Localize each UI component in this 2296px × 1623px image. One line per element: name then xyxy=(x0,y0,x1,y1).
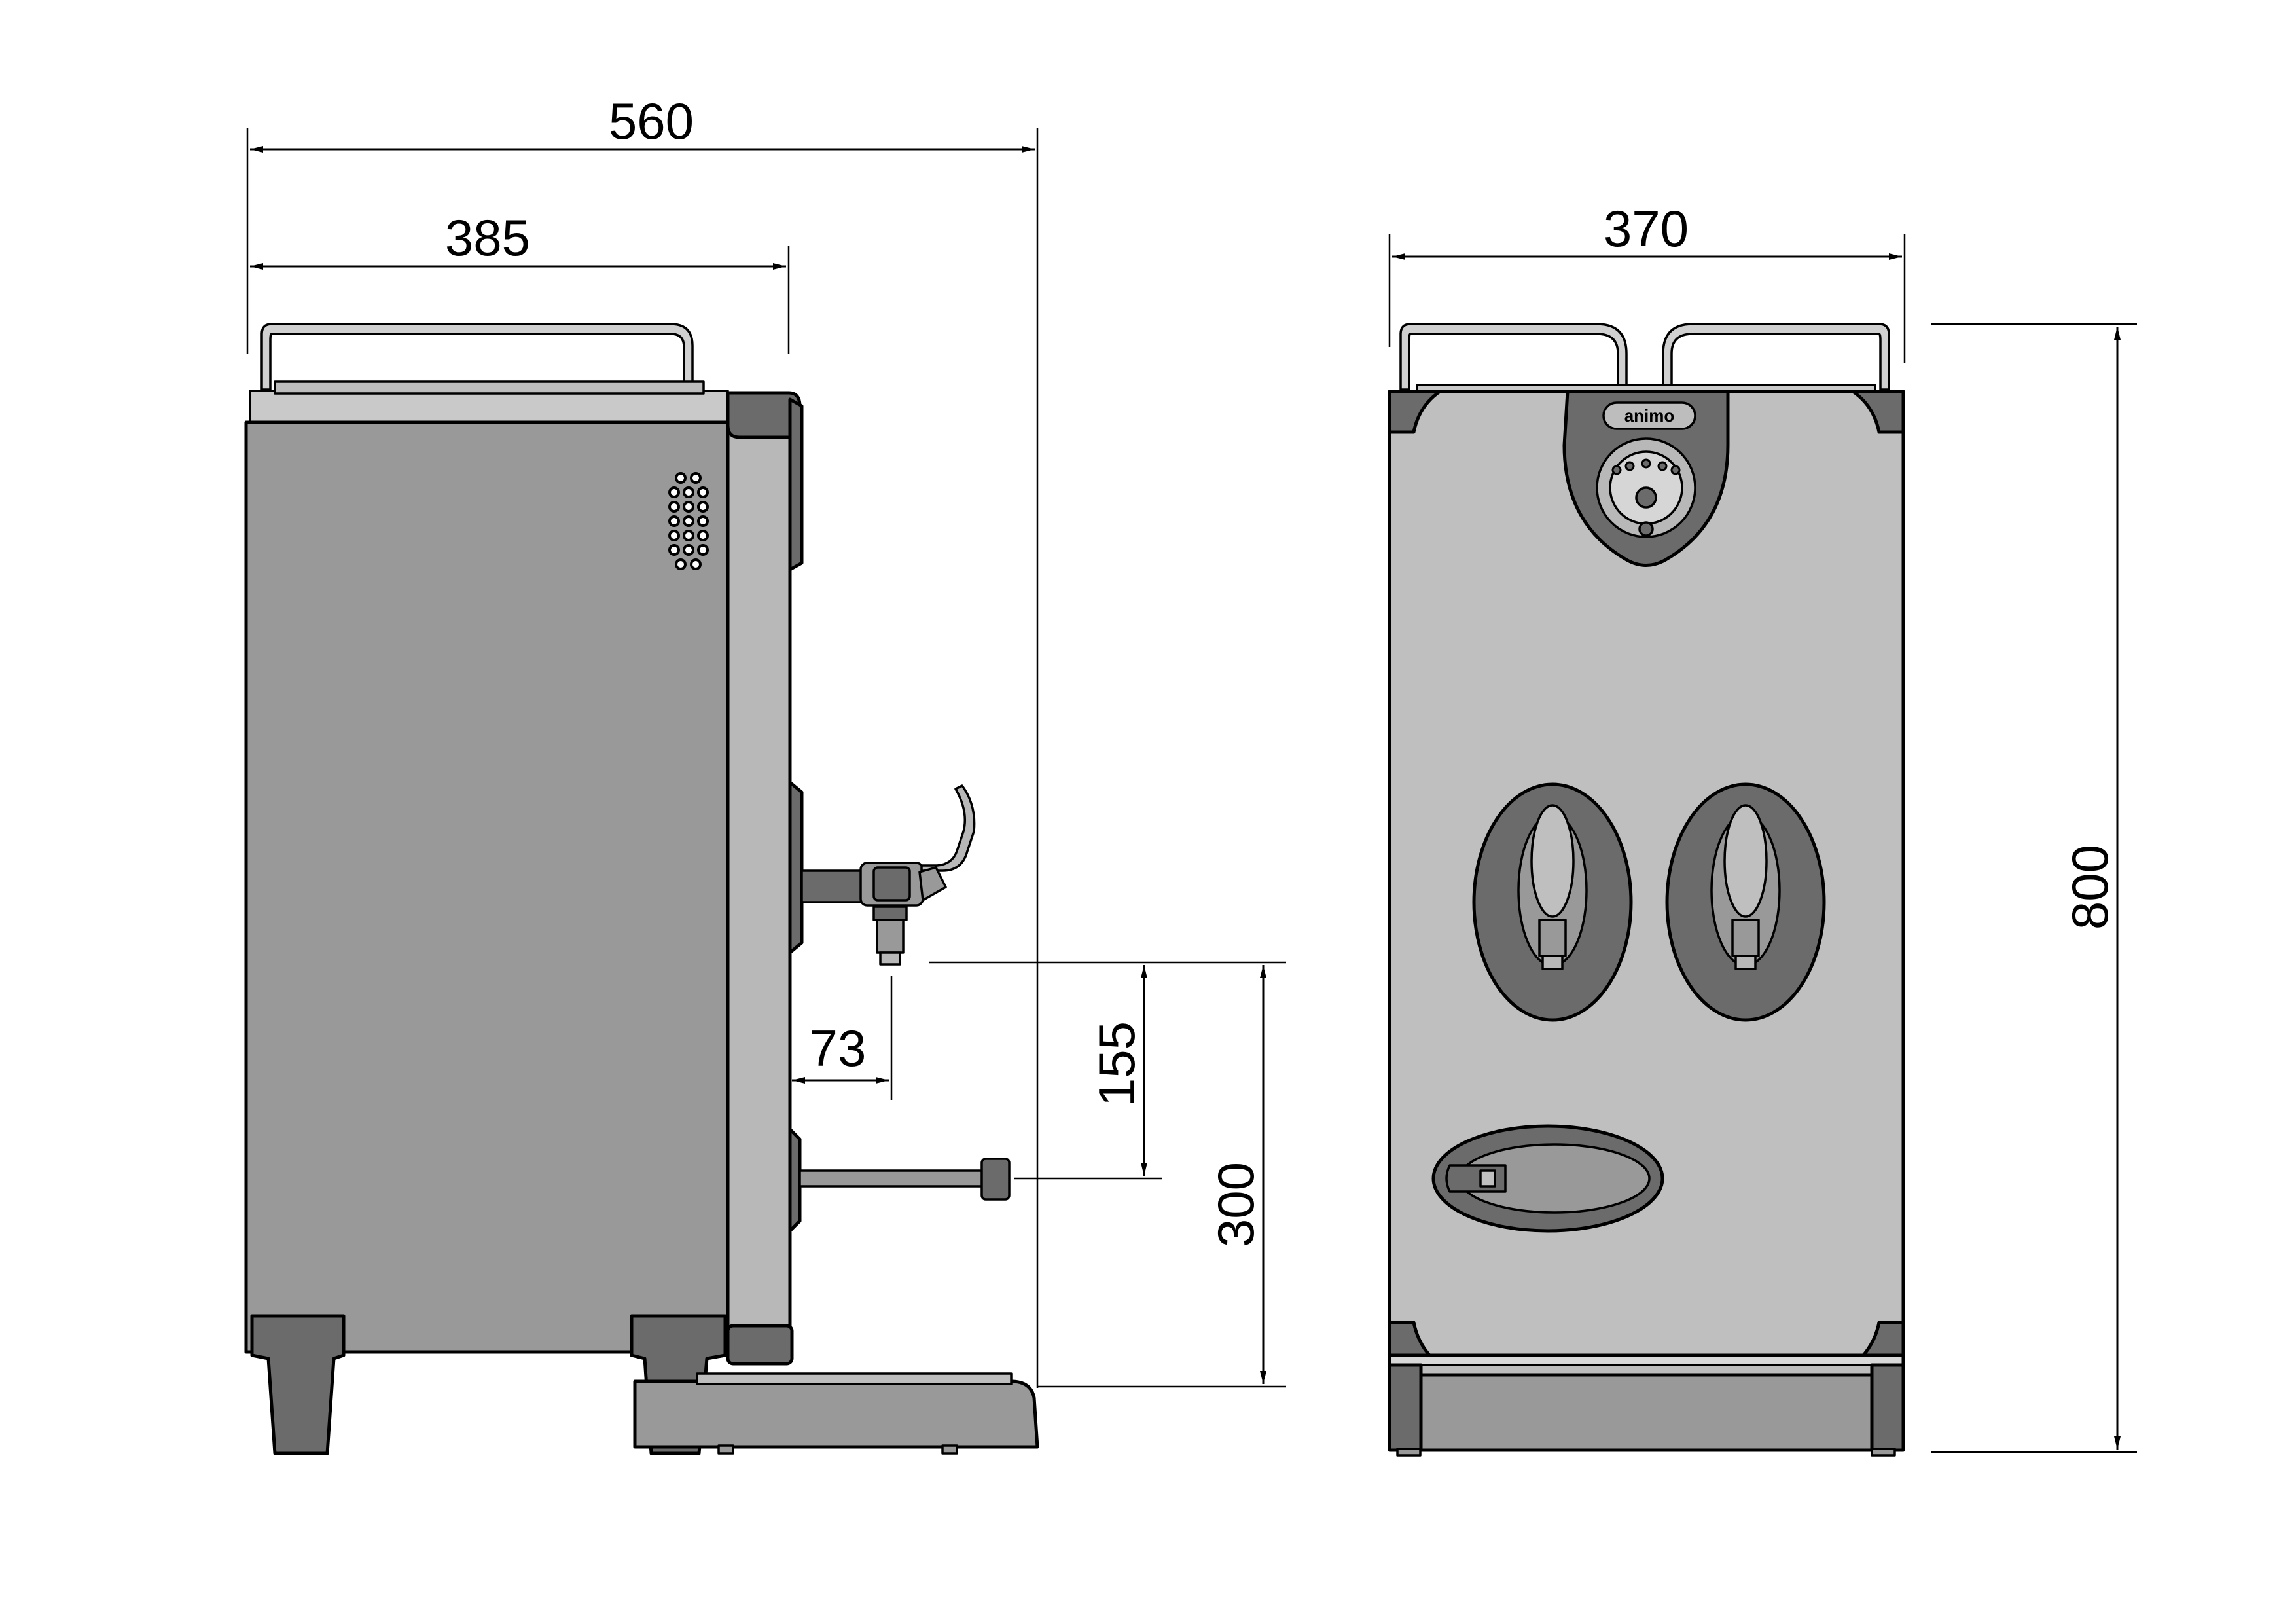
front-corner-top-left xyxy=(1388,390,1442,434)
side-front-panel-top xyxy=(788,397,804,572)
side-lid xyxy=(249,390,729,425)
front-handle-right xyxy=(1662,323,1890,391)
vent-holes xyxy=(668,472,709,570)
brand-plate xyxy=(1602,401,1696,430)
dimension-labels: 560 385 370 800 73 155 300 xyxy=(445,92,2119,1247)
control-indicators xyxy=(1611,458,1681,475)
tap-lever-right xyxy=(1723,804,1768,918)
control-knob xyxy=(1635,486,1657,509)
side-tap-lever xyxy=(920,784,976,872)
front-tray-foot-right xyxy=(1871,1448,1896,1457)
tap-outlet-right xyxy=(1731,919,1760,957)
tap-outlet-left xyxy=(1538,919,1567,957)
side-foot-rear xyxy=(250,1314,346,1455)
front-tray-foot-left xyxy=(1396,1448,1422,1457)
side-drain-pipe xyxy=(798,1169,990,1188)
tap-lever-left xyxy=(1530,804,1575,918)
side-view xyxy=(244,323,1039,1455)
tap-nozzle-left xyxy=(1541,955,1564,970)
side-body xyxy=(244,420,732,1354)
front-drip-tray xyxy=(1391,1373,1897,1452)
drain-handle-grip xyxy=(1445,1164,1507,1193)
dim-tap-clearance: 155 xyxy=(1088,1021,1145,1106)
front-handle-left xyxy=(1399,323,1628,391)
front-foot-left xyxy=(1388,1363,1423,1452)
side-drip-foot-1 xyxy=(941,1444,958,1455)
side-front-frame xyxy=(726,417,792,1344)
side-tap-nozzle xyxy=(879,951,901,966)
drain-icon xyxy=(1479,1169,1496,1188)
dim-body-depth: 385 xyxy=(445,209,530,266)
front-corner-top-right xyxy=(1851,390,1905,434)
dim-tap-projection: 73 xyxy=(810,1019,867,1077)
side-tap-valve xyxy=(872,866,911,902)
dim-front-width: 370 xyxy=(1604,200,1689,257)
side-drain-cap xyxy=(980,1158,1011,1201)
dim-total-depth: 560 xyxy=(609,92,694,150)
dim-drip-to-tap: 300 xyxy=(1207,1162,1265,1247)
front-view: animo xyxy=(1388,323,1905,1457)
side-drip-tray-top xyxy=(696,1372,1013,1385)
side-tap-mount xyxy=(788,780,804,955)
side-tap-outlet xyxy=(876,919,905,954)
dimension-lines xyxy=(246,128,2137,1453)
side-handle xyxy=(260,323,694,391)
side-drain-mount xyxy=(788,1127,802,1233)
dim-total-height: 800 xyxy=(2061,845,2119,930)
side-bottom-cap xyxy=(726,1324,794,1366)
brand-label: animo xyxy=(1624,406,1675,426)
side-lid-top xyxy=(274,380,705,395)
side-tap-outlet-ring xyxy=(872,905,908,921)
control-light xyxy=(1638,521,1654,537)
side-drip-foot-2 xyxy=(717,1444,734,1455)
side-drip-tray xyxy=(633,1379,1039,1449)
side-tap-pipe xyxy=(800,869,865,903)
side-tap-knuckle xyxy=(918,866,947,902)
tap-nozzle-right xyxy=(1734,955,1757,970)
front-foot-right xyxy=(1870,1363,1905,1452)
